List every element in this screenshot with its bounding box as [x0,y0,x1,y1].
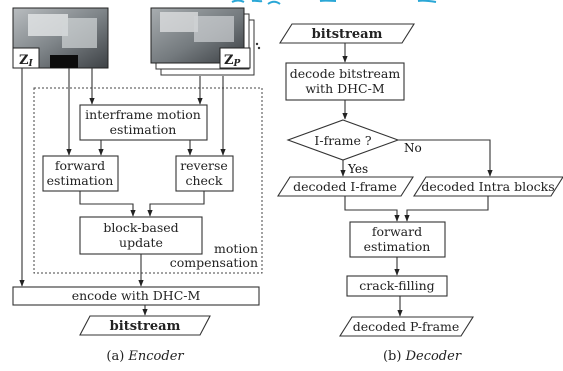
interframe-label-line1: interframe motion [85,107,201,122]
encode-dhcm-label: encode with DHC-M [72,288,201,303]
encoder-bitstream-label: bitstream [110,319,181,334]
forward-estimation-box [42,155,119,192]
encoder-bitstream-parallelogram [79,315,211,336]
decoder-bitstream-label: bitstream [312,27,383,42]
block-update-label-line2: update [119,235,163,250]
decoded-pframe-label: decoded P-frame [353,319,460,334]
decoded-intra-blocks-parallelogram [413,176,563,197]
no-branch-label: No [404,141,422,155]
motion-compensation-label-line1: motion [214,241,258,256]
yes-branch-label: Yes [347,162,368,176]
forward-label-line2: estimation [47,173,114,188]
decode-label-line1: decode bitstream [290,66,401,81]
frame-zp-label: ZP [224,53,241,69]
interframe-motion-estimation-box [79,104,208,141]
frame-zp-image-stack: ZP [150,7,261,76]
decoder-forward-label-line1: forward [372,224,422,239]
decoded-pframe-parallelogram [339,316,474,337]
reverse-check-box [175,155,234,192]
reverse-label-line2: check [185,173,222,188]
motion-compensation-label-line2: compensation [170,255,258,270]
decoder-arrows [340,43,493,317]
decoder-diagram: bitstream decode bitstream with DHC-M I-… [277,23,563,364]
encoder-diagram: ZI ZP interframe motion estimation forwa… [12,7,263,364]
decoder-bitstream-parallelogram [279,23,415,44]
iframe-decision-label: I-frame ? [314,133,371,148]
decoder-forward-estimation-box [349,221,446,258]
reverse-label-line1: reverse [180,158,228,173]
frame-zi-image: ZI [12,7,109,69]
frame-zi-label: ZI [19,53,34,69]
cropped-header-fragment [231,0,437,5]
encoder-arrows [19,68,226,316]
decoder-caption: (b) Decoder [383,349,462,364]
block-update-label-line1: block-based [103,220,178,235]
forward-label-line1: forward [55,158,105,173]
decoded-iframe-parallelogram [277,176,414,197]
decoded-iframe-label: decoded I-frame [293,179,397,194]
encoder-caption: (a) Encoder [106,349,184,364]
encode-dhcm-box [12,286,260,306]
crack-filling-label: crack-filling [359,278,434,293]
decode-label-line2: with DHC-M [305,81,384,96]
decoded-intra-blocks-label: decoded Intra blocks [421,179,554,194]
crack-filling-box [346,275,448,297]
interframe-label-line2: estimation [110,122,177,137]
decoder-forward-label-line2: estimation [364,239,431,254]
motion-compensation-region [33,87,263,274]
